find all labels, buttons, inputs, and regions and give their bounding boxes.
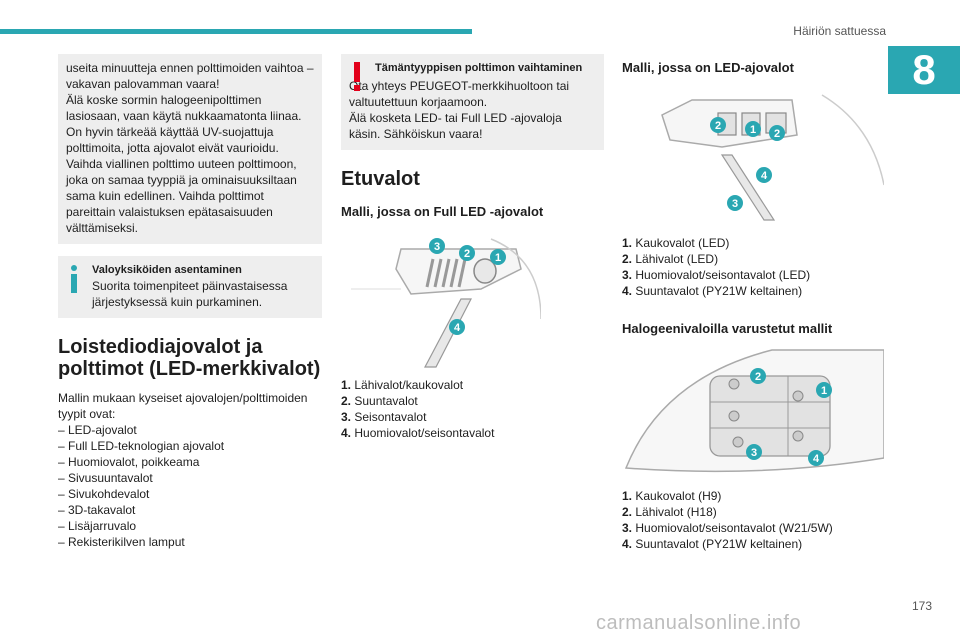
full-led-headlight-illustration: 3 2 1 4 xyxy=(351,238,541,368)
warning-line: useita minuutteja ennen polttimoiden vai… xyxy=(66,61,314,91)
callout-badge: 1 xyxy=(495,252,501,264)
subheading-halogen: Halogeenivaloilla varustetut mallit xyxy=(622,321,833,336)
warning-line: On hyvin tärkeää käyttää UV-suojattuja p… xyxy=(66,125,279,155)
legend-item: 1. Lähivalot/kaukovalot xyxy=(341,378,464,392)
callout-badge: 2 xyxy=(715,120,721,132)
legend-item: 1. Kaukovalot (H9) xyxy=(622,489,722,503)
list-item: – Rekisterikilven lamput xyxy=(58,535,185,549)
callout-badges: 2 1 3 4 xyxy=(746,368,832,466)
warning-box-header: Tämäntyyppisen polttimon vaihtaminen xyxy=(349,60,596,91)
legend-item: 2. Lähivalot (H18) xyxy=(622,505,717,519)
section-title: Häiriön sattuessa xyxy=(793,24,886,38)
callout-badge: 4 xyxy=(813,453,820,465)
callout-badges: 2 1 2 4 3 xyxy=(710,117,785,211)
info-box-header: Valoyksiköiden asentaminen Suorita toime… xyxy=(66,262,314,310)
callout-badge: 3 xyxy=(732,198,738,210)
warning-box-title: Tämäntyyppisen polttimon vaihtaminen xyxy=(375,62,583,74)
list-item: – Sivukohdevalot xyxy=(58,487,150,501)
section-heading-front-lights: Etuvalot xyxy=(341,168,420,190)
warning-line: Älä kosketa LED- tai Full LED -ajovaloja… xyxy=(349,111,562,141)
header-accent-bar xyxy=(0,29,472,34)
warning-line: Vaihda viallinen polttimo uuteen polttim… xyxy=(66,157,297,235)
legend-item: 3. Huomiovalot/seisontavalot (LED) xyxy=(622,268,811,282)
legend-item: 3. Seisontavalot xyxy=(341,410,427,424)
legend-item: 1. Kaukovalot (LED) xyxy=(622,236,730,250)
callout-badge: 2 xyxy=(464,248,470,260)
legend-halogen: 1. Kaukovalot (H9) 2. Lähivalot (H18) 3.… xyxy=(622,488,884,552)
callout-badge: 2 xyxy=(755,371,761,383)
callout-badge: 4 xyxy=(761,170,768,182)
warning-box: Tämäntyyppisen polttimon vaihtaminen Ota… xyxy=(341,54,604,150)
intro-text: Mallin mukaan kyseiset ajovalojen/poltti… xyxy=(58,391,308,421)
warning-continuation-box: useita minuutteja ennen polttimoiden vai… xyxy=(58,54,322,244)
callout-badge: 3 xyxy=(434,241,440,253)
info-box: Valoyksiköiden asentaminen Suorita toime… xyxy=(58,256,322,318)
chapter-number-tab: 8 xyxy=(888,46,960,94)
legend-item: 2. Suuntavalot xyxy=(341,394,418,408)
column-1: useita minuutteja ennen polttimoiden vai… xyxy=(58,54,322,550)
callout-badge: 1 xyxy=(821,385,827,397)
column-2: Tämäntyyppisen polttimon vaihtaminen Ota… xyxy=(341,54,604,441)
warning-line: Älä koske sormin halogeenipolttimen lasi… xyxy=(66,93,302,123)
info-box-text: Suorita toimenpiteet päinvastaisessa jär… xyxy=(92,279,288,309)
subheading-full-led: Malli, jossa on Full LED -ajovalot xyxy=(341,204,544,219)
callout-badge: 3 xyxy=(751,447,757,459)
subheading-led: Malli, jossa on LED-ajovalot xyxy=(622,60,794,75)
legend-item: 2. Lähivalot (LED) xyxy=(622,252,719,266)
info-icon xyxy=(71,265,77,293)
list-item: – Huomiovalot, poikkeama xyxy=(58,455,200,469)
callout-badge: 4 xyxy=(454,322,461,334)
page-number: 173 xyxy=(912,599,933,613)
watermark: carmanualsonline.info xyxy=(596,612,802,634)
callout-badges: 3 2 1 4 xyxy=(429,238,506,335)
info-box-title: Valoyksiköiden asentaminen xyxy=(92,264,242,276)
legend-item: 3. Huomiovalot/seisontavalot (W21/5W) xyxy=(622,521,833,535)
callout-badge: 1 xyxy=(750,124,756,136)
halogen-headlight-illustration: 2 1 3 4 xyxy=(624,349,884,473)
column-3: Malli, jossa on LED-ajovalot 2 1 2 4 3 1… xyxy=(622,54,884,552)
lamp-type-list: – LED-ajovalot – Full LED-teknologian aj… xyxy=(58,422,322,550)
warning-line: Ota yhteys PEUGEOT-merkkihuoltoon tai va… xyxy=(349,79,570,109)
legend-led: 1. Kaukovalot (LED) 2. Lähivalot (LED) 3… xyxy=(622,235,884,299)
list-item: – Lisäjarruvalo xyxy=(58,519,137,533)
legend-item: 4. Huomiovalot/seisontavalot xyxy=(341,426,495,440)
legend-item: 4. Suuntavalot (PY21W keltainen) xyxy=(622,284,803,298)
legend-full-led: 1. Lähivalot/kaukovalot 2. Suuntavalot 3… xyxy=(341,377,604,441)
list-item: – Sivusuuntavalot xyxy=(58,471,153,485)
exclamation-icon xyxy=(354,62,360,91)
list-item: – 3D-takavalot xyxy=(58,503,136,517)
list-item: – LED-ajovalot xyxy=(58,423,137,437)
list-item: – Full LED-teknologian ajovalot xyxy=(58,439,225,453)
callout-badge: 2 xyxy=(774,128,780,140)
section-heading-led: Loistediodiajovalot ja polttimot (LED-me… xyxy=(58,336,321,380)
legend-item: 4. Suuntavalot (PY21W keltainen) xyxy=(622,537,803,551)
led-headlight-illustration: 2 1 2 4 3 xyxy=(661,94,884,221)
